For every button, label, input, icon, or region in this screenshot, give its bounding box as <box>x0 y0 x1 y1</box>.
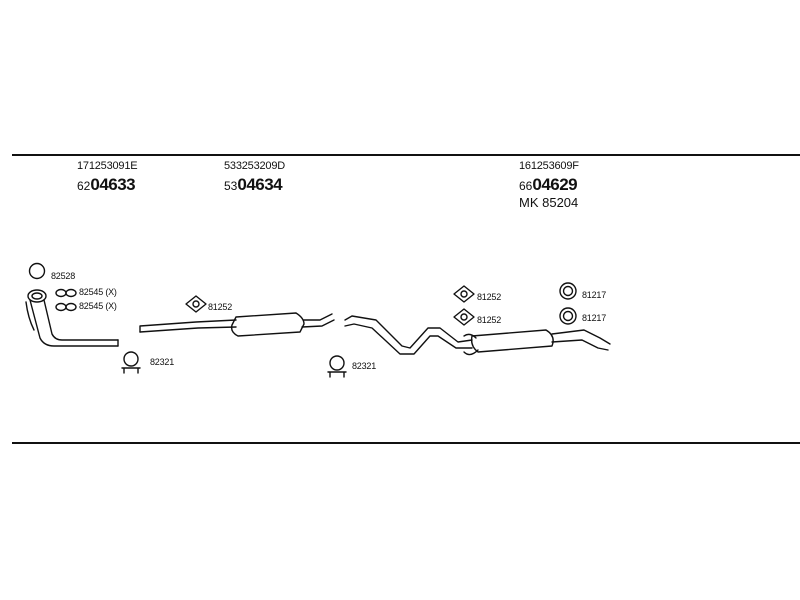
part-number: 6204633 <box>77 175 136 194</box>
clamp-82321-icon <box>121 351 141 374</box>
bottom-rule <box>12 442 800 444</box>
top-rule <box>12 154 800 156</box>
oem-number: 533253209D <box>224 160 286 172</box>
part-main: 04633 <box>90 175 136 194</box>
part-main: 04629 <box>532 175 578 194</box>
front-pipe <box>25 289 119 347</box>
ring-82528-icon <box>28 262 46 280</box>
rear-muffler <box>344 315 611 356</box>
label-81217-top: 81217 <box>582 290 607 300</box>
part-prefix: 53 <box>224 179 238 193</box>
ring-81217-icon <box>559 307 577 325</box>
label-82321-left: 82321 <box>150 357 175 367</box>
ring-81217-icon <box>559 282 577 300</box>
hanger-81252-icon <box>185 295 207 313</box>
hanger-81252-icon <box>453 285 475 303</box>
label-81252-rbot: 81252 <box>477 315 502 325</box>
gasket-82545-icon <box>55 302 77 312</box>
clamp-82321-icon <box>327 355 347 378</box>
label-81252-mid: 81252 <box>208 302 233 312</box>
middle-muffler <box>139 312 335 337</box>
oem-number: 171253091E <box>77 160 138 172</box>
label-82545-a: 82545 (X) <box>79 287 117 297</box>
label-82528: 82528 <box>51 271 76 281</box>
oem-number: 161253609F <box>519 160 579 172</box>
label-81217-bot: 81217 <box>582 313 607 323</box>
kit-number: MK 85204 <box>519 195 579 210</box>
part-prefix: 66 <box>519 179 533 193</box>
part-main: 04634 <box>237 175 283 194</box>
part-number: 5304634 <box>224 175 283 194</box>
part-number: 6604629 <box>519 175 578 194</box>
label-82545-b: 82545 (X) <box>79 301 117 311</box>
label-81252-rtop: 81252 <box>477 292 502 302</box>
hanger-81252-icon <box>453 308 475 326</box>
label-82321-right: 82321 <box>352 361 377 371</box>
gasket-82545-icon <box>55 288 77 298</box>
part-prefix: 62 <box>77 179 91 193</box>
